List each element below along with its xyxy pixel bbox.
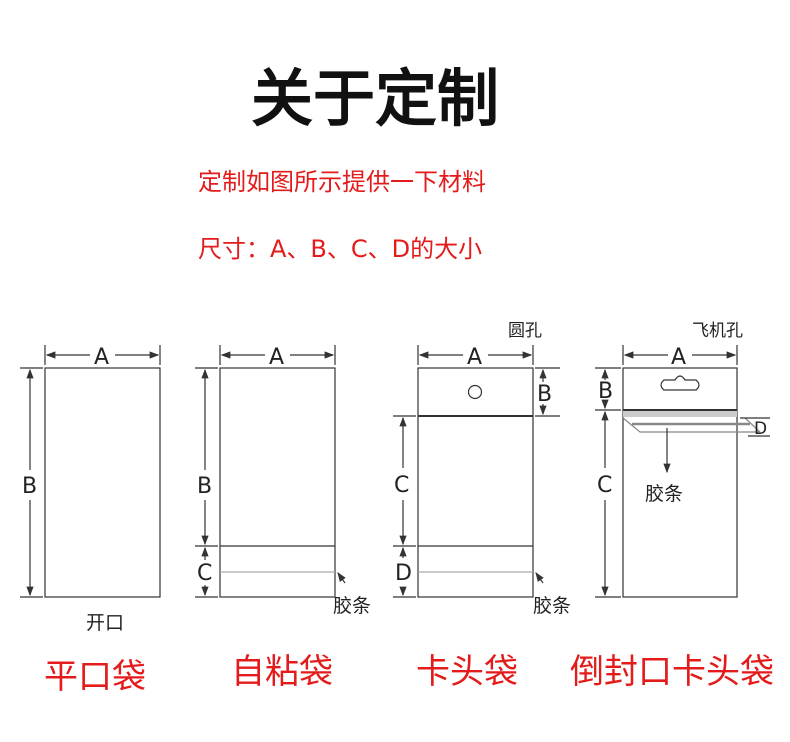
round-hole-icon: [467, 384, 483, 400]
reverse-seal-header-bag-diagram: [595, 345, 770, 598]
dim-label-c: C: [597, 473, 612, 498]
dim-label-a: A: [269, 345, 284, 370]
dim-label-d: D: [754, 419, 767, 439]
dim-label-a: A: [94, 345, 109, 370]
bag-name-self-seal: 自粘袋: [231, 652, 333, 692]
airplane-hole-icon: [660, 375, 700, 391]
dim-label-a: A: [671, 345, 686, 370]
dim-label-b: B: [197, 474, 212, 499]
dim-label-b: B: [598, 379, 613, 404]
subtitle: 定制如图所示提供一下材料: [198, 168, 486, 196]
self-seal-bag-diagram: [195, 345, 346, 598]
size-requirement: 尺寸：A、B、C、D的大小: [198, 235, 483, 263]
glue-strip-note: 胶条: [645, 483, 683, 505]
dim-label-a: A: [467, 345, 482, 370]
dim-label-b: B: [537, 382, 552, 407]
airplane-hole-label: 飞机孔: [692, 321, 743, 341]
bag-name-flat: 平口袋: [44, 657, 146, 697]
bag-name-reverse-seal-header: 倒封口卡头袋: [570, 652, 774, 692]
dim-label-c: C: [394, 473, 409, 498]
dim-label-d: D: [395, 561, 412, 586]
dim-label-c: C: [197, 561, 212, 586]
header-bag-diagram: [393, 345, 560, 598]
page-title: 关于定制: [250, 62, 499, 135]
glue-strip-note: 胶条: [533, 595, 571, 617]
bag-name-header: 卡头袋: [416, 652, 518, 692]
glue-strip-note: 胶条: [333, 595, 371, 617]
opening-note: 开口: [86, 612, 124, 634]
round-hole-label: 圆孔: [508, 321, 542, 341]
dim-label-b: B: [22, 474, 37, 499]
flat-bag-diagram: [20, 345, 161, 598]
